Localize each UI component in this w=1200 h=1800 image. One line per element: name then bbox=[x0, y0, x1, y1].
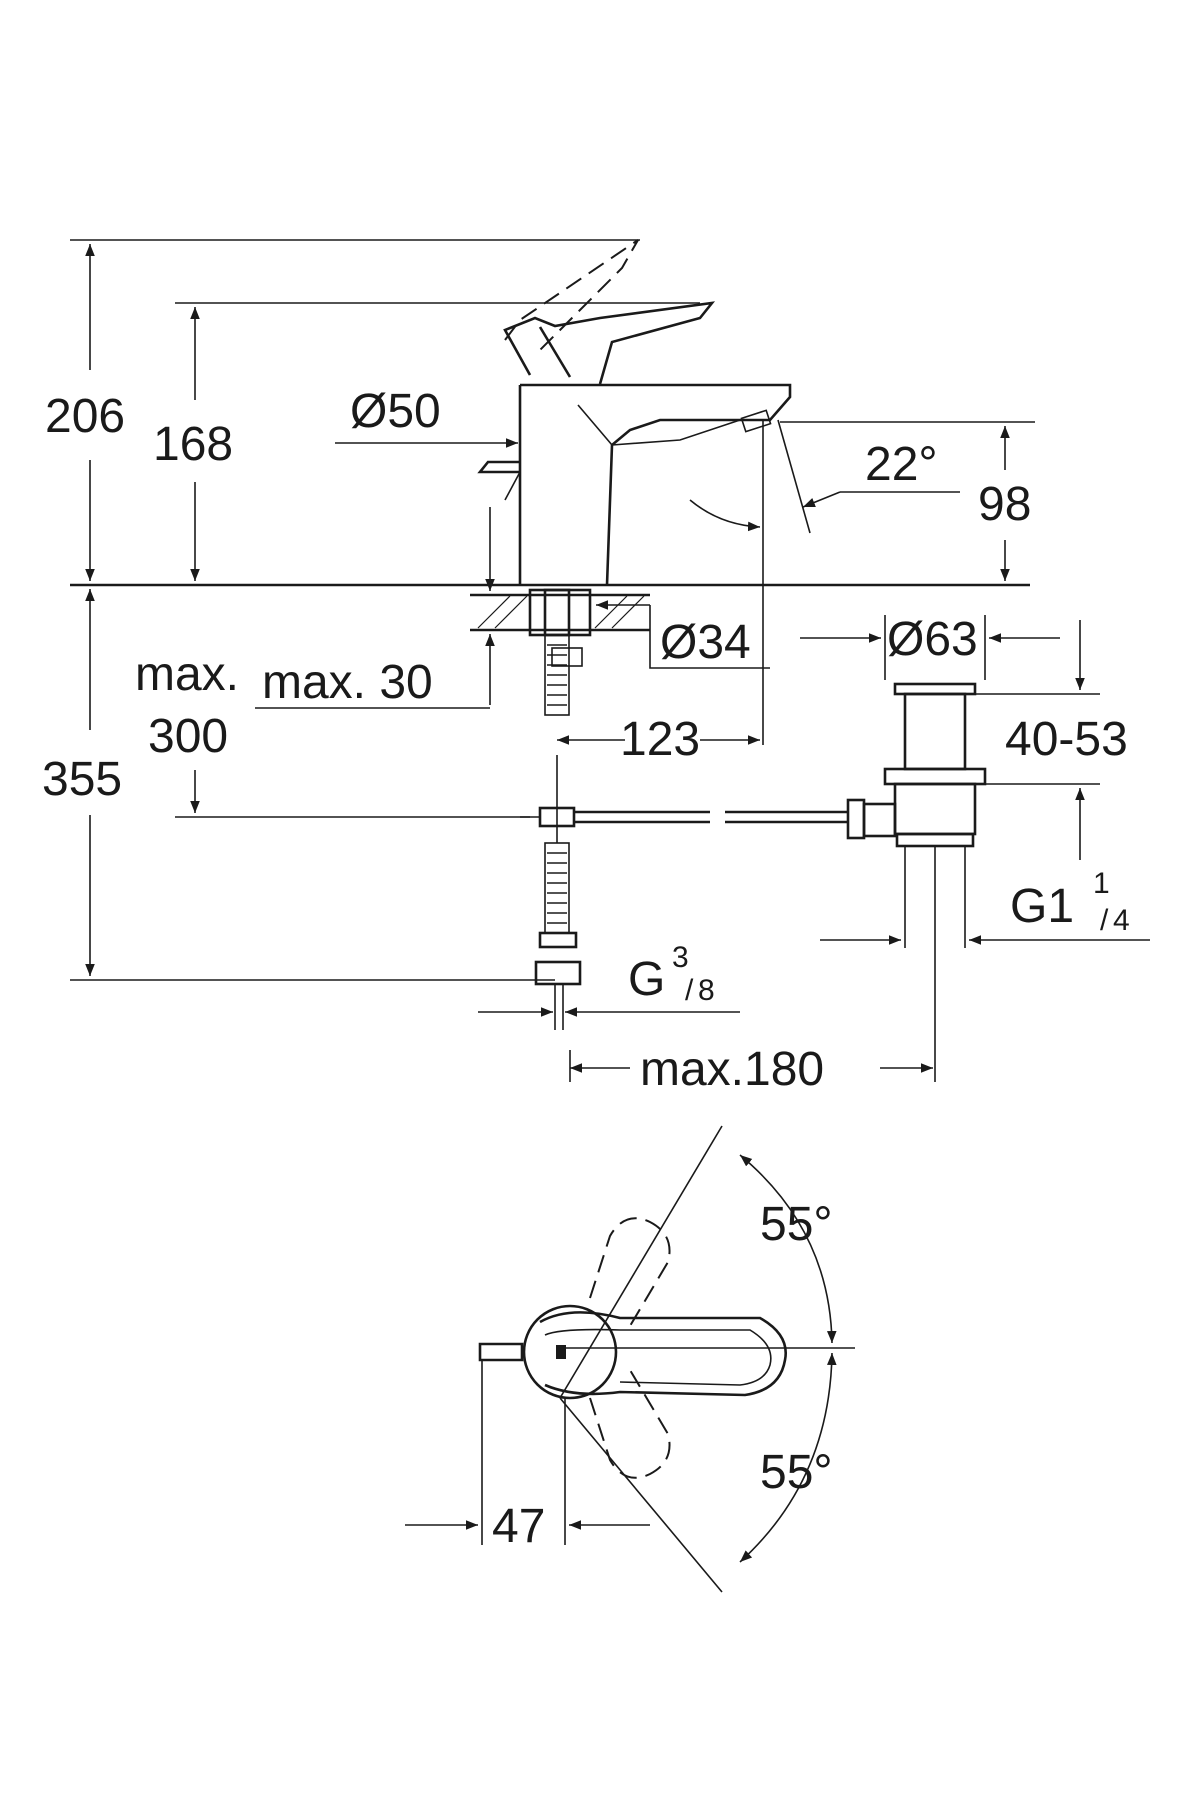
angle-55-lower-label: 55° bbox=[760, 1446, 833, 1499]
lever-inner bbox=[544, 1328, 772, 1386]
angle-55-upper-label: 55° bbox=[760, 1198, 833, 1251]
aerator bbox=[740, 409, 772, 433]
hose-upper-braid bbox=[547, 644, 567, 706]
dim-d34-leader bbox=[649, 605, 770, 669]
popup-lever-stem bbox=[504, 471, 521, 501]
hose-nut-a bbox=[538, 931, 578, 949]
waste-fitting bbox=[862, 682, 987, 1082]
spout-underside bbox=[611, 419, 741, 446]
rod-knob bbox=[846, 798, 866, 840]
g38-thread: G bbox=[628, 953, 665, 1006]
body-circle bbox=[522, 1304, 618, 1400]
dim-123-label: 123 bbox=[620, 713, 700, 766]
max-30-label: max. 30 bbox=[262, 656, 433, 709]
mount-nut bbox=[551, 647, 583, 667]
angle-22-arc bbox=[689, 499, 761, 532]
popup-rod bbox=[520, 755, 866, 843]
d63-label: Ø63 bbox=[887, 613, 978, 666]
dim-d50-label: Ø50 bbox=[350, 385, 441, 438]
spout-outline bbox=[520, 383, 792, 586]
g114-label: G1 1 / 4 bbox=[1010, 867, 1130, 937]
hose-nut-b bbox=[534, 960, 582, 986]
g114-thread: G1 bbox=[1010, 880, 1074, 933]
dim-168-label: 168 bbox=[153, 418, 233, 471]
max-300-label: 300 bbox=[148, 710, 228, 763]
handle-raised-dashed bbox=[504, 239, 639, 351]
g38-label: G 3 / 8 bbox=[628, 941, 715, 1007]
g114-num: 1 bbox=[1093, 867, 1110, 900]
g114-den: 4 bbox=[1113, 904, 1130, 937]
max180-label: max.180 bbox=[640, 1043, 824, 1096]
g38-slash: / bbox=[685, 974, 694, 1007]
waste-nut bbox=[883, 767, 987, 786]
top-view: 55° 55° 47 bbox=[405, 1125, 855, 1593]
dim-47-label: 47 bbox=[492, 1500, 545, 1553]
spout-angle-line bbox=[777, 419, 811, 534]
hose-lower-braid bbox=[547, 852, 567, 924]
angle-arc-upper bbox=[739, 1154, 837, 1344]
indicator-mark bbox=[556, 1345, 566, 1359]
max-label: max. bbox=[135, 648, 239, 701]
deck-section bbox=[470, 588, 650, 637]
g38-den: 8 bbox=[698, 974, 715, 1007]
supply-hoses bbox=[534, 588, 583, 986]
angle-22-label: 22° bbox=[865, 438, 938, 491]
threaded-stud bbox=[543, 588, 571, 637]
waste-bottom-ring bbox=[895, 832, 975, 848]
lever-top bbox=[539, 1311, 788, 1397]
g38-num: 3 bbox=[672, 941, 689, 974]
dim-355-label: 355 bbox=[42, 753, 122, 806]
angle-line-lower bbox=[559, 1397, 723, 1593]
dim-d34-label: Ø34 bbox=[660, 616, 751, 669]
waste-flange bbox=[893, 682, 977, 696]
side-view: 206 168 Ø50 98 bbox=[42, 239, 1150, 1096]
lever-dashed-upper bbox=[589, 1217, 671, 1327]
mount-block bbox=[528, 588, 592, 637]
spout-shade bbox=[577, 404, 613, 446]
angle-22-leader-end bbox=[802, 491, 841, 508]
angle-arc-lower bbox=[739, 1352, 837, 1563]
lever-dashed-lower bbox=[589, 1369, 671, 1479]
waste-body-upper bbox=[903, 692, 967, 771]
dim-40-53-label: 40-53 bbox=[1005, 713, 1128, 766]
dim-98-label: 98 bbox=[978, 478, 1031, 531]
angle-line-upper bbox=[559, 1125, 723, 1399]
handle-inner bbox=[538, 326, 572, 378]
handle bbox=[503, 239, 716, 385]
hose-lower bbox=[544, 842, 570, 934]
waste-side-port bbox=[862, 802, 897, 838]
faucet-body bbox=[477, 383, 792, 586]
waste-body-lower bbox=[893, 782, 977, 836]
handle-outline bbox=[503, 301, 716, 385]
dim-206-label: 206 bbox=[45, 390, 125, 443]
popup-lever bbox=[477, 460, 520, 474]
popup-rod-top bbox=[478, 1342, 524, 1362]
g114-slash: / bbox=[1100, 904, 1109, 937]
hose-upper bbox=[544, 634, 570, 716]
